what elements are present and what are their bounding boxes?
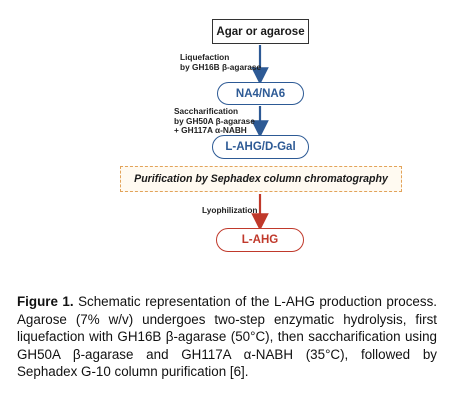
- step-liquefaction-enzyme: by GH16B β-agarase: [180, 61, 262, 72]
- node-na4-na6: NA4/NA6: [217, 82, 304, 105]
- step-liquefaction-label: Liquefaction by GH16B β-agarase: [180, 52, 262, 72]
- node-lahg-product: L-AHG: [216, 228, 304, 252]
- figure-caption: Figure 1. Schematic representation of th…: [17, 293, 437, 381]
- caption-text: Schematic representation of the L-AHG pr…: [17, 294, 437, 379]
- node-purification: Purification by Sephadex column chromato…: [120, 166, 402, 192]
- step-saccharification-enzyme-2: + GH117A α-NABH: [174, 125, 247, 136]
- caption-label: Figure 1.: [17, 294, 74, 309]
- step-liquefaction-title: Liquefaction: [180, 52, 230, 62]
- node-lahg-dgal: L-AHG/D-Gal: [212, 135, 309, 159]
- step-saccharification-enzyme-1: by GH50A β-agarase: [174, 115, 255, 126]
- step-lyophilization-label: Lyophilization: [202, 205, 258, 215]
- node-agar-or-agarose: Agar or agarose: [212, 19, 309, 44]
- step-saccharification-label: Saccharification by GH50A β-agarase + GH…: [174, 106, 255, 136]
- step-saccharification-title: Saccharification: [174, 106, 239, 116]
